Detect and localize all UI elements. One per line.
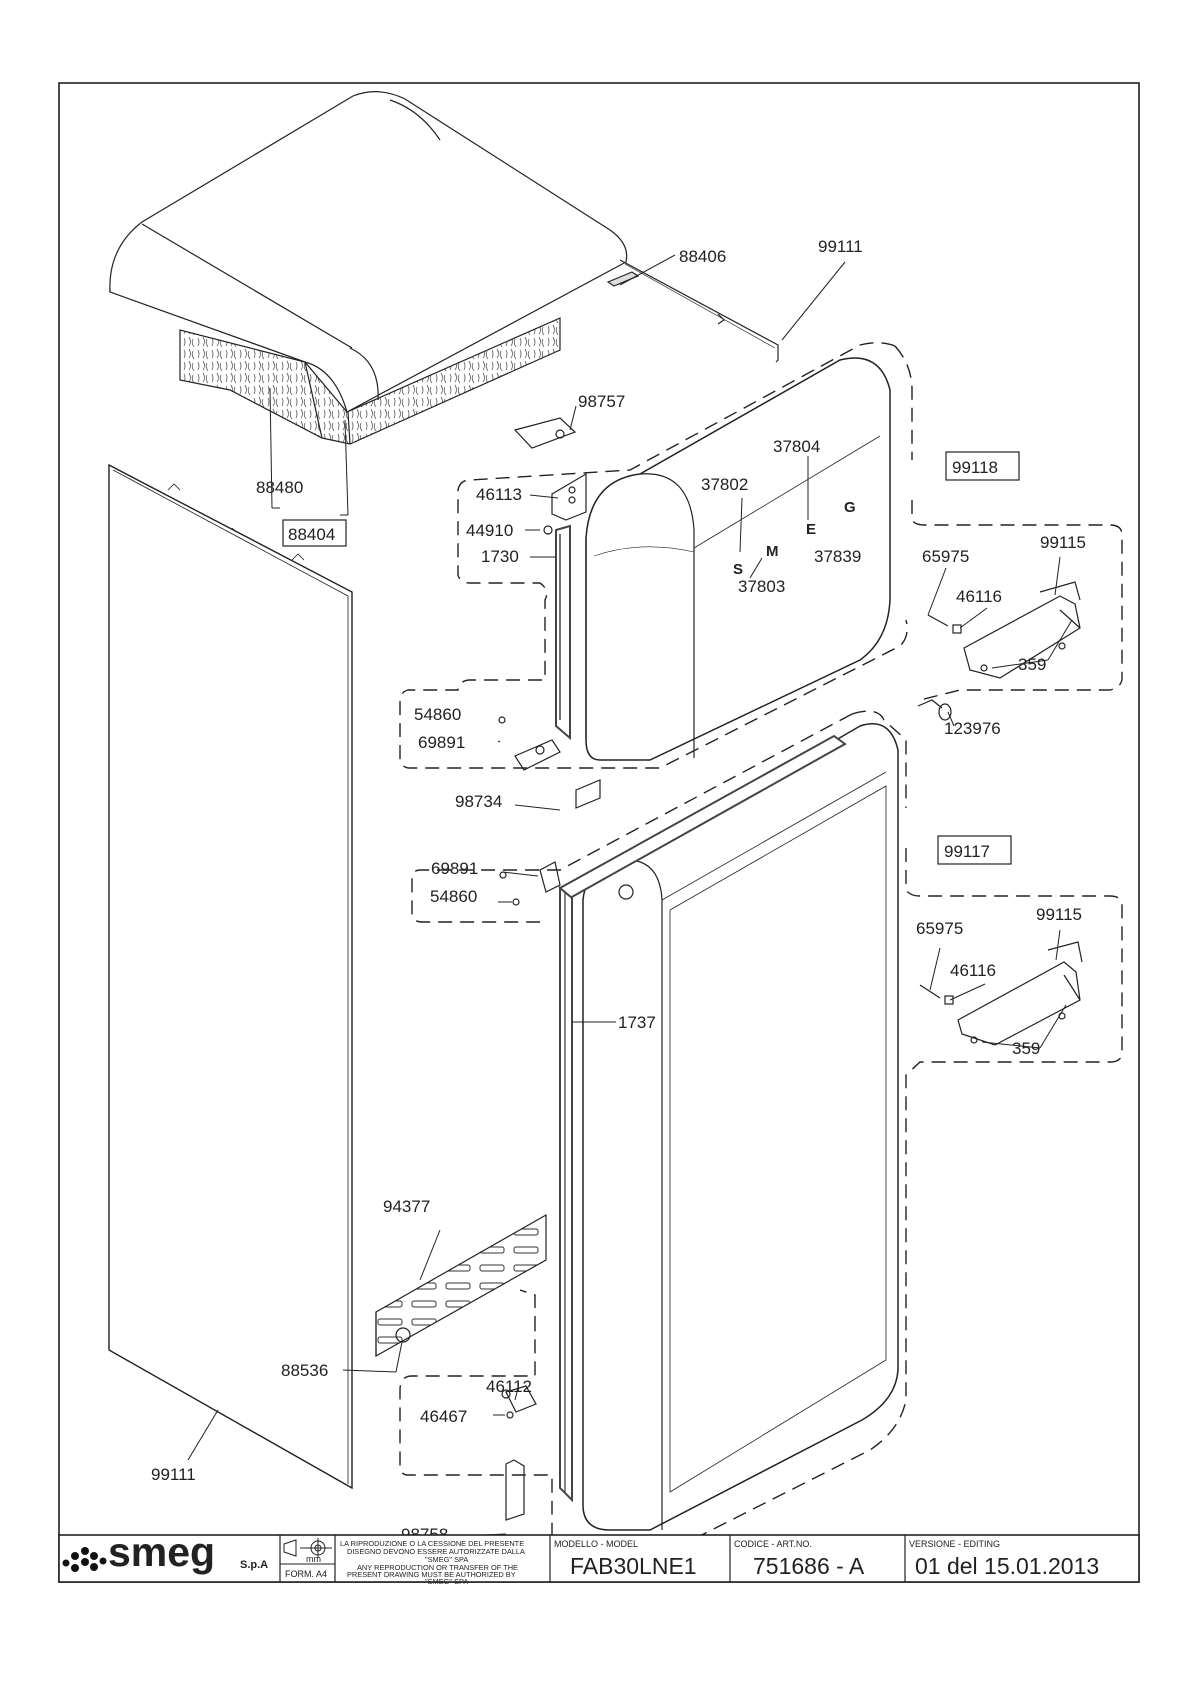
smeg-logo: smeg S.p.A <box>62 1529 268 1575</box>
notice-it-3: "SMEG" SPA <box>425 1555 468 1564</box>
lower-door <box>558 723 899 1531</box>
notice-it-2: DISEGNO DEVONO ESSERE AUTORIZZATE DALLA <box>347 1547 525 1556</box>
top-cover <box>109 91 628 445</box>
label-37804: 37804 <box>773 437 820 456</box>
label-69891-b: 69891 <box>431 859 478 878</box>
top-rail <box>606 259 779 363</box>
label-359-a: 359 <box>1018 655 1046 674</box>
badge-letter-g: G <box>844 499 856 516</box>
label-99111-bottom: 99111 <box>151 1465 196 1484</box>
label-99115-b: 99115 <box>1036 905 1082 924</box>
label-46116-b: 46116 <box>950 961 996 980</box>
side-panel <box>108 463 353 1490</box>
unit-label: mm <box>306 1554 321 1564</box>
label-88536: 88536 <box>281 1361 328 1380</box>
logo-text: smeg <box>108 1529 215 1575</box>
label-37803: 37803 <box>738 577 785 596</box>
label-1737: 1737 <box>618 1013 656 1032</box>
upper-door <box>555 357 891 761</box>
label-88480: 88480 <box>256 478 303 497</box>
bottom-grille <box>375 1213 547 1358</box>
label-88404: 88404 <box>288 525 335 544</box>
label-46113: 46113 <box>476 485 522 504</box>
form-label: FORM. A4 <box>285 1569 327 1579</box>
version-value: 01 del 15.01.2013 <box>915 1553 1099 1579</box>
title-block: smeg S.p.A mm FORM. A4 LA RIPRODUZIONE O… <box>58 1529 1140 1586</box>
box-99118 <box>945 451 1020 481</box>
badge-letter-s: S <box>733 561 743 578</box>
label-37839: 37839 <box>814 547 861 566</box>
label-46116-a: 46116 <box>956 587 1002 606</box>
label-99115-a: 99115 <box>1040 533 1086 552</box>
label-37802: 37802 <box>701 475 748 494</box>
label-99111-top: 99111 <box>818 237 863 256</box>
reproduction-notice: LA RIPRODUZIONE O LA CESSIONE DEL PRESEN… <box>340 1539 525 1586</box>
model-label: MODELLO - MODEL <box>554 1539 638 1549</box>
hinge-bottom <box>501 1385 537 1521</box>
hinge-top <box>513 417 587 535</box>
label-359-b: 359 <box>1012 1039 1040 1058</box>
label-88406: 88406 <box>679 247 726 266</box>
notice-en-1: ANY REPRODUCTION OR TRANSFER OF THE <box>357 1563 518 1572</box>
label-54860-a: 54860 <box>414 705 461 724</box>
label-69891-a: 69891 <box>418 733 465 752</box>
part-labels: 88406 99111 98757 37804 99118 37802 4611… <box>151 237 1086 1544</box>
leader-lines <box>187 254 1073 1537</box>
lower-handle <box>919 941 1083 1046</box>
label-1730: 1730 <box>481 547 519 566</box>
label-98757: 98757 <box>578 392 625 411</box>
part-123976-shape <box>917 699 952 721</box>
label-65975-b: 65975 <box>916 919 963 938</box>
label-99118: 99118 <box>952 458 998 477</box>
code-value: 751686 - A <box>753 1553 865 1579</box>
logo-suffix: S.p.A <box>240 1559 268 1571</box>
box-99117 <box>937 835 1012 865</box>
notice-it-1: LA RIPRODUZIONE O LA CESSIONE DEL PRESEN… <box>340 1539 524 1548</box>
code-label: CODICE - ART.NO. <box>734 1539 812 1549</box>
badge-letter-m: M <box>766 543 779 560</box>
label-94377: 94377 <box>383 1197 430 1216</box>
label-99117: 99117 <box>944 842 990 861</box>
label-46112: 46112 <box>486 1377 532 1396</box>
badge-letter-e: E <box>806 521 816 538</box>
notice-en-2: PRESENT DRAWING MUST BE AUTHORIZED BY <box>347 1570 516 1579</box>
label-54860-b: 54860 <box>430 887 477 906</box>
drawing-area <box>108 91 1123 1557</box>
upper-handle <box>927 581 1081 679</box>
projection-symbol <box>283 1538 332 1558</box>
group-outline-upper <box>399 342 1123 1557</box>
label-98734: 98734 <box>455 792 502 811</box>
label-44910: 44910 <box>466 521 513 540</box>
label-46467: 46467 <box>420 1407 467 1426</box>
notice-en-3: "SMEG" SPA <box>425 1577 468 1586</box>
label-123976: 123976 <box>944 719 1001 738</box>
box-88404 <box>282 519 347 547</box>
model-value: FAB30LNE1 <box>570 1553 697 1579</box>
version-label: VERSIONE - EDITING <box>909 1539 1000 1549</box>
label-65975-a: 65975 <box>922 547 969 566</box>
door-badge-letters: S M E G <box>733 499 856 578</box>
